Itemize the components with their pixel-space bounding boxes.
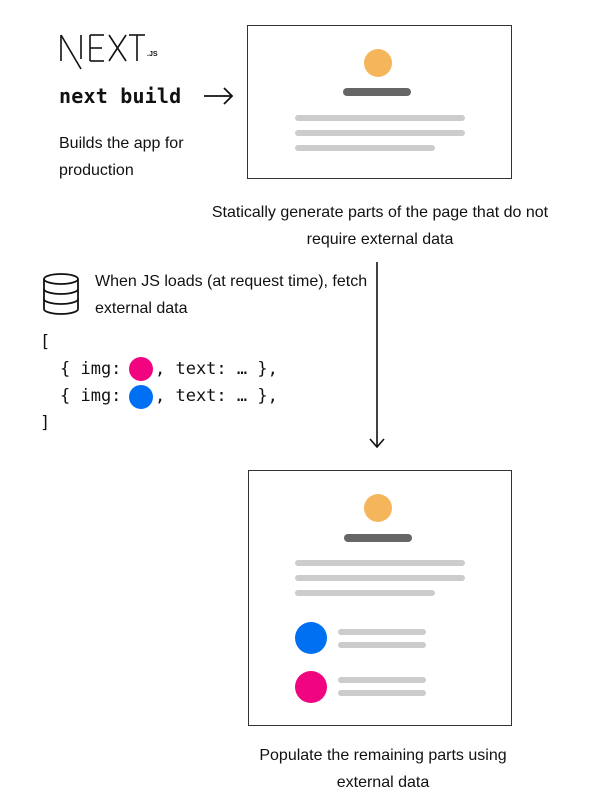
avatar	[364, 494, 392, 522]
item-text-line	[338, 690, 426, 696]
code-row-suffix: , text: … },	[155, 359, 278, 379]
code-row-prefix: { img:	[60, 386, 122, 406]
arrow-right-icon	[203, 85, 235, 107]
nextjs-logo-mark	[60, 34, 145, 70]
build-command: next build	[59, 84, 182, 108]
populate-description: Populate the remaining parts using exter…	[259, 747, 507, 791]
item-text-line	[338, 629, 426, 635]
title-placeholder	[344, 534, 412, 542]
code-open-bracket: [	[40, 332, 51, 352]
avatar	[364, 49, 392, 77]
database-icon	[41, 272, 81, 316]
text-placeholder-line	[295, 130, 465, 136]
pink-image-dot	[129, 357, 153, 381]
static-page-mockup	[247, 25, 512, 179]
pink-item-image	[295, 671, 327, 703]
blue-item-image	[295, 622, 327, 654]
code-close-bracket: ]	[40, 413, 51, 433]
logo-suffix: .JS	[147, 51, 158, 58]
blue-image-dot	[129, 385, 153, 409]
code-row-prefix: { img:	[60, 359, 122, 379]
text-placeholder-line	[295, 560, 465, 566]
text-placeholder-line	[295, 575, 465, 581]
text-placeholder-line	[295, 145, 435, 151]
item-text-line	[338, 642, 426, 648]
title-placeholder	[343, 88, 411, 96]
build-description: Builds the app for production	[59, 135, 184, 179]
fetch-description: When JS loads (at request time), fetch e…	[95, 273, 368, 317]
populated-page-mockup	[248, 470, 512, 726]
text-placeholder-line	[295, 115, 465, 121]
nextjs-logo: .JS	[59, 31, 169, 73]
code-row-suffix: , text: … },	[155, 386, 278, 406]
static-description: Statically generate parts of the page th…	[211, 204, 549, 248]
arrow-down-icon	[367, 262, 387, 452]
text-placeholder-line	[295, 590, 435, 596]
item-text-line	[338, 677, 426, 683]
